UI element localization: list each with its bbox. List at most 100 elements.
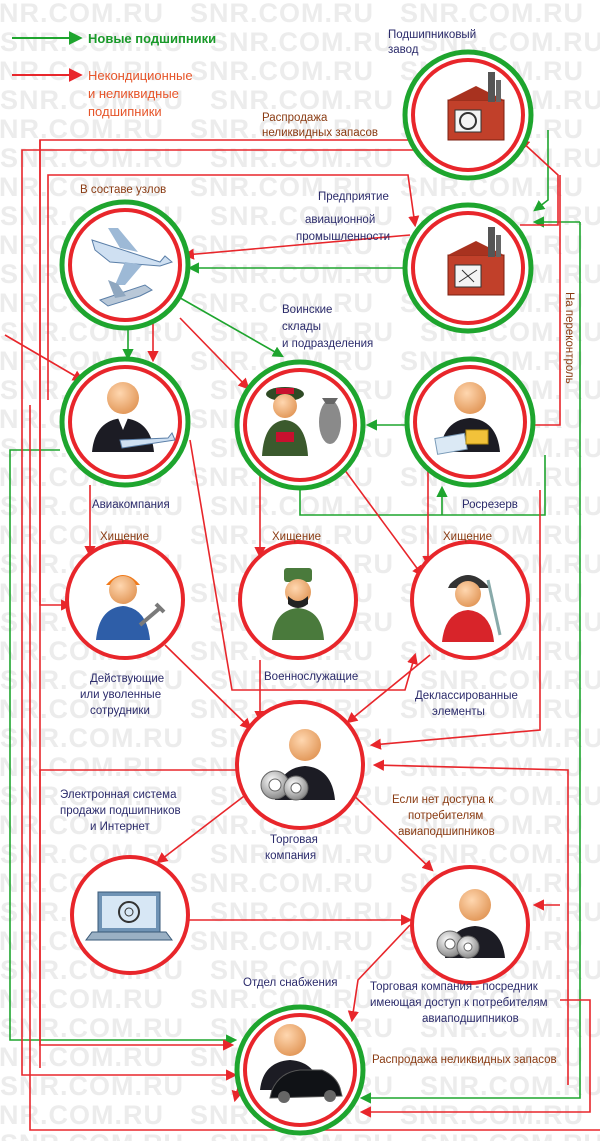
label-intermediary-3: авиаподшипников <box>422 1013 519 1025</box>
soldier-icon <box>272 568 324 640</box>
label-declassed-1: Деклассированные <box>415 690 518 702</box>
watermark-text: SNR.COM.RU <box>210 839 394 869</box>
thug-icon <box>442 575 494 642</box>
label-rosreserv: Росрезерв <box>462 499 518 511</box>
factory-icon <box>447 72 505 141</box>
watermark-text: SNR.COM.RU <box>420 1129 600 1141</box>
watermark-text: SNR.COM.RU <box>420 491 600 521</box>
node-soldiers <box>238 540 358 660</box>
label-aviation-industry-1: Предприятие <box>318 191 389 203</box>
label-theft-2: Хищение <box>272 531 321 543</box>
label-military-depots-1: Воинские <box>282 304 332 316</box>
label-no-access-3: авиаподшипников <box>398 826 495 838</box>
watermark-text: SNR.COM.RU <box>0 694 164 724</box>
watermark-text: SNR.COM.RU <box>0 810 164 840</box>
legend-red-label-1: Некондиционные <box>88 68 193 83</box>
factory-icon <box>447 227 505 296</box>
watermark-text: SNR.COM.RU <box>190 230 374 260</box>
watermark-text: SNR.COM.RU <box>190 288 374 318</box>
watermark-text: SNR.COM.RU <box>0 723 184 753</box>
watermark-text: SNR.COM.RU <box>420 27 600 57</box>
label-theft-3: Хищение <box>443 531 492 543</box>
watermark-text: SNR.COM.RU <box>210 85 394 115</box>
label-esystem-2: продажи подшипников <box>60 805 181 817</box>
label-factory-1: Подшипниковый <box>388 29 476 41</box>
label-sale-illiquid-top-1: Распродажа <box>262 112 328 124</box>
label-intermediary-1: Торговая компания - посредник <box>370 981 539 993</box>
label-supply: Отдел снабжения <box>243 977 338 989</box>
watermark-text: SNR.COM.RU <box>400 1042 584 1072</box>
label-aviation-industry-3: промышленности <box>296 231 390 243</box>
label-no-access-1: Если нет доступа к <box>392 794 494 806</box>
watermark-text: SNR.COM.RU <box>0 85 184 115</box>
watermark-text: SNR.COM.RU <box>210 955 394 985</box>
nodes <box>59 49 536 1136</box>
label-esystem-3: и Интернет <box>90 821 151 833</box>
connectors <box>4 130 600 1131</box>
watermark-text: SNR.COM.RU <box>0 752 164 782</box>
label-soldiers: Военнослужащие <box>264 671 358 683</box>
label-theft-1: Хищение <box>100 531 149 543</box>
watermark-text: SNR.COM.RU <box>190 114 374 144</box>
node-electronic-system <box>70 855 190 975</box>
watermark-text: SNR.COM.RU <box>420 1071 600 1101</box>
label-employees-1: Действующие <box>90 673 164 685</box>
watermark-text: SNR.COM.RU <box>190 56 374 86</box>
watermark-text: SNR.COM.RU <box>400 0 584 28</box>
watermark-text: SNR.COM.RU <box>420 839 600 869</box>
watermark-text: SNR.COM.RU <box>0 1042 164 1072</box>
watermark-text: SNR.COM.RU <box>0 143 184 173</box>
watermark-text: SNR.COM.RU <box>210 201 394 231</box>
syringe-icon <box>486 579 502 636</box>
watermark-text: SNR.COM.RU <box>0 1100 164 1130</box>
watermark-text: SNR.COM.RU <box>210 897 394 927</box>
watermark-text: SNR.COM.RU <box>210 259 394 289</box>
node-trading-company <box>235 700 365 830</box>
watermark-text: SNR.COM.RU <box>190 0 374 28</box>
airplane-icon <box>91 228 173 285</box>
watermark-text: SNR.COM.RU <box>0 1013 184 1043</box>
node-airline <box>59 356 191 488</box>
label-employees-2: или уволенные <box>80 689 161 701</box>
businessman-icon <box>92 382 154 452</box>
node-in-assemblies <box>59 199 191 331</box>
legend-red-label-2: и неликвидные <box>88 86 179 101</box>
watermark-text: SNR.COM.RU <box>190 926 374 956</box>
label-aviation-industry-2: авиационной <box>305 214 375 226</box>
watermark-text: SNR.COM.RU <box>0 984 164 1014</box>
bearing-icon <box>436 930 480 959</box>
label-recontrol: На переконтроль <box>563 292 575 384</box>
car-icon <box>269 1069 343 1103</box>
label-military-depots-2: склады <box>282 321 321 333</box>
money-icon <box>434 429 489 455</box>
node-supply-department <box>234 1004 366 1136</box>
watermark-text: SNR.COM.RU <box>400 984 584 1014</box>
airplane-small-icon <box>119 432 176 449</box>
watermark-text: SNR.COM.RU <box>0 27 184 57</box>
label-employees-3: сотрудники <box>90 705 150 717</box>
label-sale-illiquid-bottom: Распродажа неликвидных запасов <box>372 1054 557 1066</box>
label-trading-2: компания <box>265 850 316 862</box>
legend-green-label: Новые подшипники <box>88 31 216 46</box>
watermark-text: SNR.COM.RU <box>420 665 600 695</box>
watermark-text: SNR.COM.RU <box>0 172 164 202</box>
watermark-text: SNR.COM.RU <box>400 810 584 840</box>
laptop-icon <box>85 891 173 941</box>
node-rosreserv <box>404 356 536 488</box>
label-sale-illiquid-top-2: неликвидных запасов <box>262 127 378 139</box>
node-bearing-factory <box>402 49 534 181</box>
node-declassed <box>410 540 530 660</box>
watermark-text: SNR.COM.RU <box>0 1129 184 1141</box>
node-intermediary <box>410 865 530 985</box>
node-aviation-industry <box>402 202 534 334</box>
watermark-text: SNR.COM.RU <box>420 781 600 811</box>
legend: Новые подшипники Некондиционные и неликв… <box>12 31 216 119</box>
watermark-text: SNR.COM.RU <box>210 27 394 57</box>
labels: Подшипниковый завод Распродажа неликвидн… <box>60 29 575 1066</box>
bomb-icon <box>319 398 341 444</box>
fighter-jet-icon <box>98 280 153 307</box>
watermark-text: SNR.COM.RU <box>0 0 164 28</box>
label-military-depots-3: и подразделения <box>282 338 373 350</box>
label-factory-2: завод <box>388 44 419 56</box>
